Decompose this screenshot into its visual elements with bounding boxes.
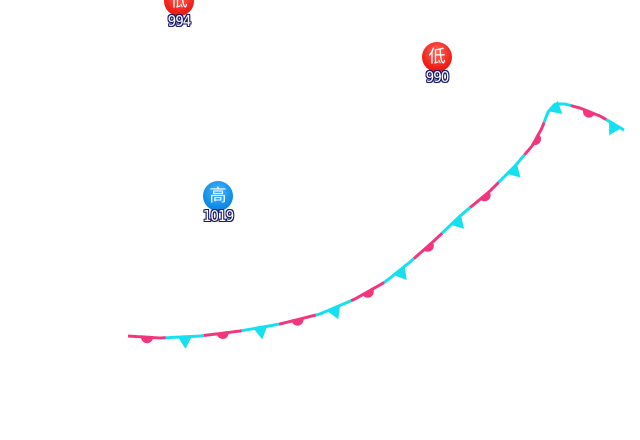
warm-front-segment	[350, 281, 386, 303]
cold-front-triangle	[177, 336, 192, 349]
warm-front-segment	[412, 232, 444, 260]
warm-front-segment	[127, 334, 166, 340]
cold-front-triangle	[253, 326, 268, 340]
warm-front-semicircle	[140, 336, 153, 344]
warm-front-semicircle	[582, 109, 595, 118]
cold-front-segment	[542, 102, 572, 123]
cold-front-triangle	[609, 121, 622, 136]
high-pressure-icon: 高	[203, 181, 233, 211]
warm-front-semicircle	[291, 318, 304, 326]
cold-front-segment	[441, 206, 472, 235]
pressure-value: 990	[425, 68, 450, 86]
warm-front-segment	[469, 181, 500, 209]
cold-front-triangle	[548, 100, 563, 114]
warm-front-semicircle	[480, 191, 491, 202]
warm-front-segment	[523, 121, 546, 156]
low-pressure-center: 低 990	[412, 42, 462, 86]
cold-front-segment	[605, 118, 625, 132]
warm-front-semicircle	[362, 288, 374, 298]
cold-front-triangle	[393, 266, 407, 280]
low-pressure-icon: 低	[422, 42, 452, 72]
low-pressure-center: 低 994	[154, 0, 204, 30]
low-pressure-icon: 低	[164, 0, 194, 16]
cold-front-segment	[241, 322, 280, 333]
cold-front-triangle	[450, 215, 465, 229]
pressure-value: 1019	[202, 207, 234, 225]
cold-front-segment	[497, 153, 526, 184]
high-pressure-center: 高 1019	[193, 181, 243, 225]
cold-front-segment	[383, 257, 415, 284]
pressure-value: 994	[167, 12, 192, 30]
cold-front-triangle	[507, 164, 521, 178]
warm-front-semicircle	[216, 332, 229, 339]
cold-front-segment	[315, 299, 352, 317]
warm-front-semicircle	[423, 242, 434, 252]
cold-front-triangle	[327, 305, 340, 320]
warm-front-semicircle	[532, 134, 542, 146]
